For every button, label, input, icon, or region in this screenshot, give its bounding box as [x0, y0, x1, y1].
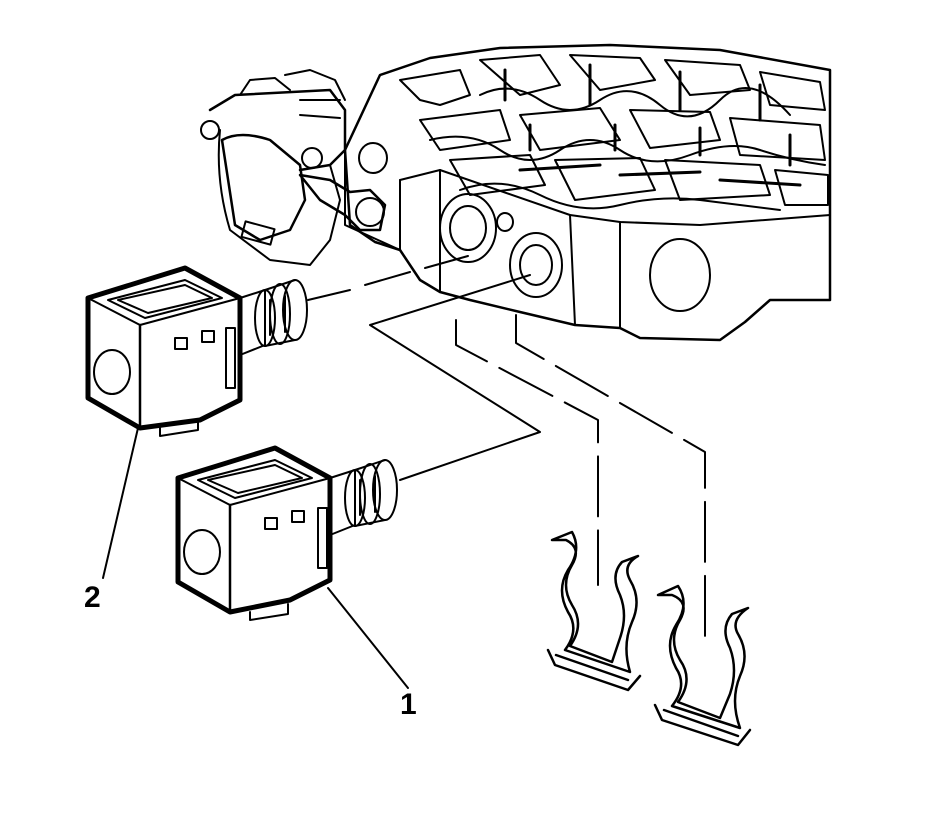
leader-1	[327, 587, 409, 689]
callout-label-1: 1	[400, 688, 417, 721]
solenoid-1	[175, 445, 398, 621]
alignment-lines	[307, 255, 706, 641]
callout-label-2: 2	[84, 581, 101, 614]
solenoid-2	[85, 265, 308, 437]
valve-body	[343, 43, 832, 342]
retainer-clip-right	[653, 584, 752, 747]
leader-2	[102, 427, 139, 579]
detent-lever-assembly	[200, 69, 387, 266]
callout-leaders	[102, 427, 409, 689]
retainer-clip-left	[546, 530, 642, 692]
